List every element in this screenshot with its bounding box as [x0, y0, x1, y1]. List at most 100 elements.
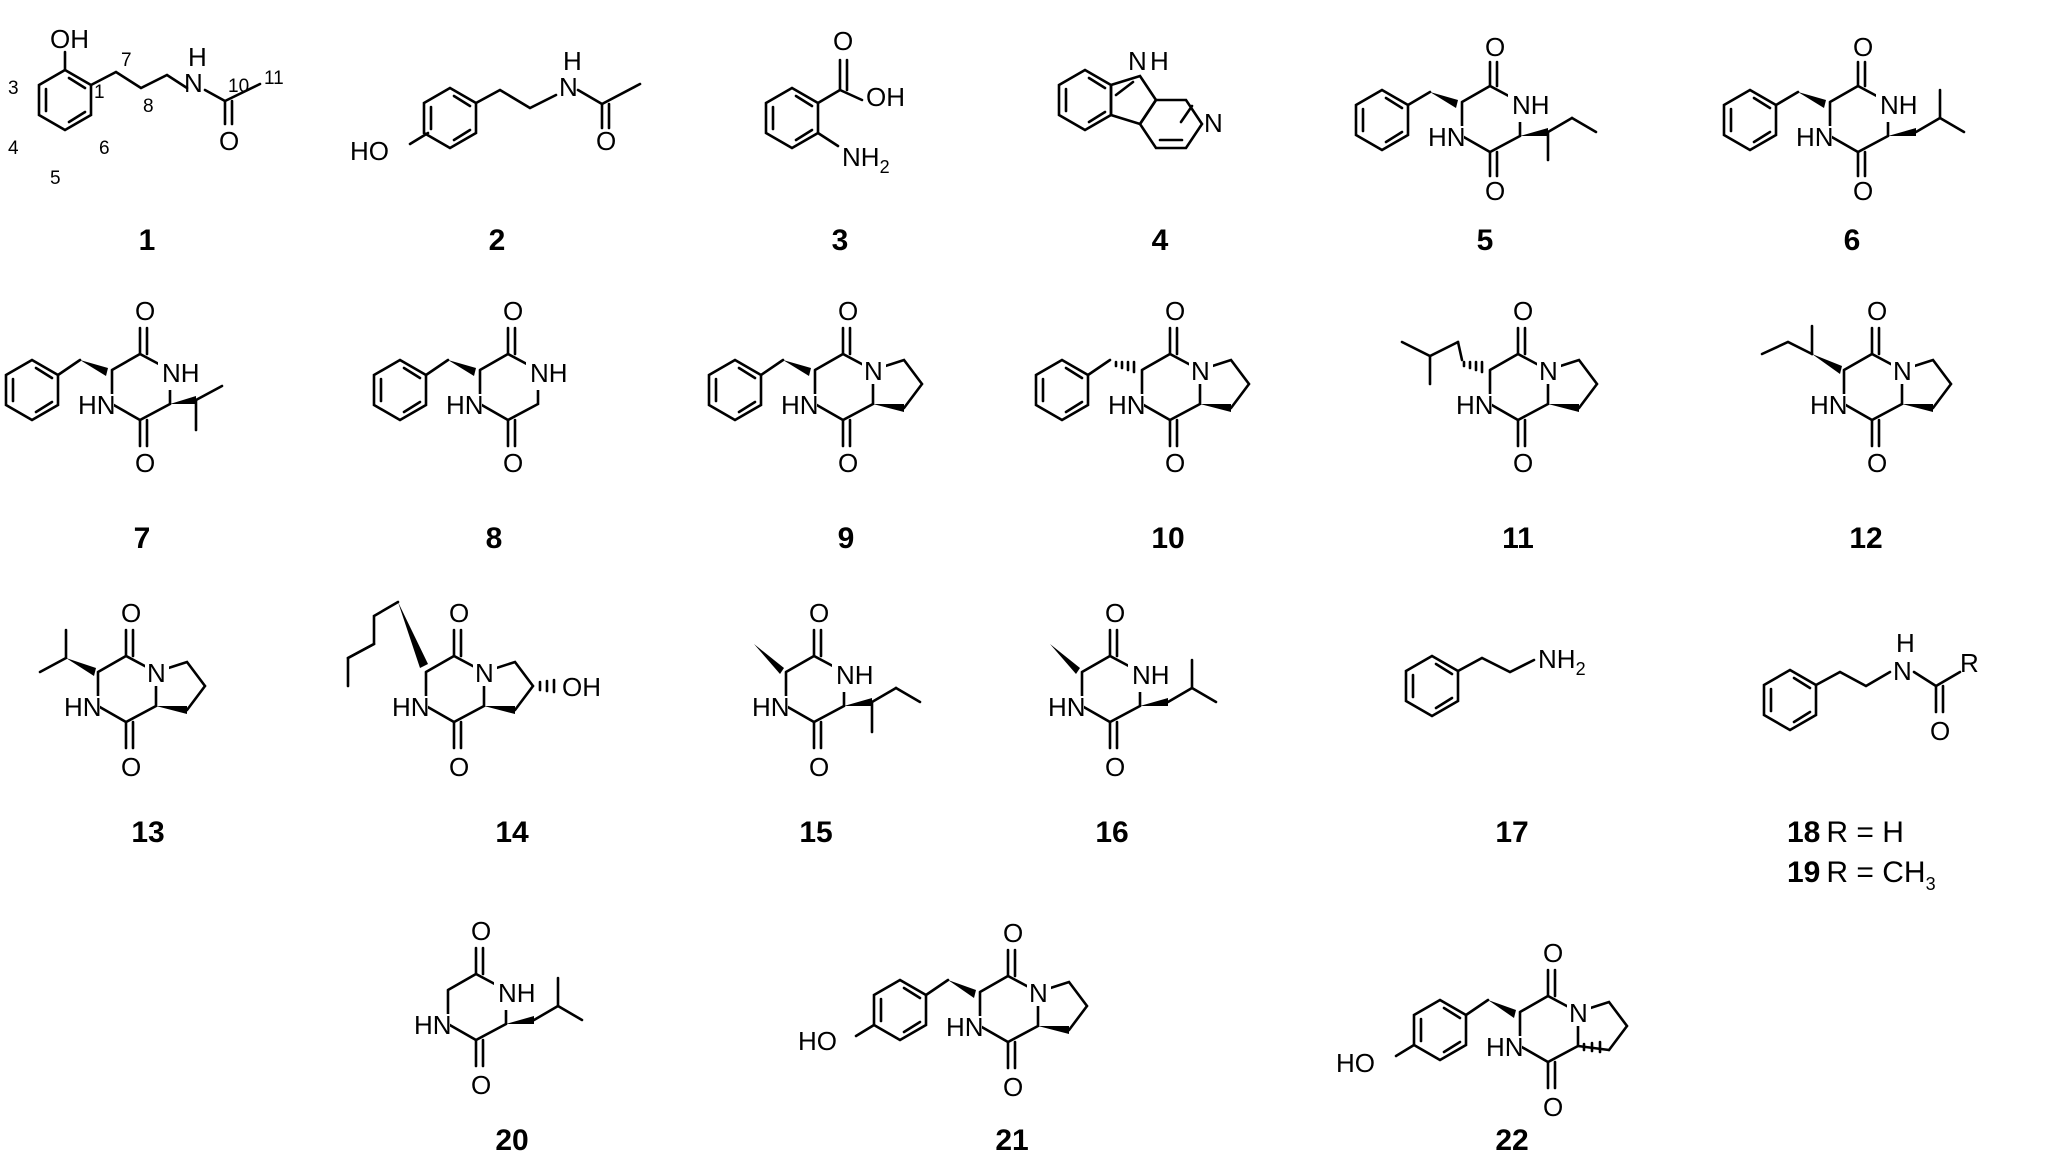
ring-hn-label: HN: [446, 390, 484, 420]
locant-6: 6: [99, 138, 110, 159]
ring-nh-label: NH: [1132, 660, 1170, 690]
carbonyl-o-label: O: [1867, 448, 1887, 478]
ring-nh-label: NH: [1880, 90, 1918, 120]
hashed-bond: [1462, 360, 1484, 374]
compound-9-structure: N HN O O: [707, 296, 924, 478]
locant-5: 5: [50, 168, 61, 189]
locant-1: 1: [94, 82, 105, 103]
carbonyl-o-label: O: [1853, 176, 1873, 206]
carbonyl-o-label: O: [838, 296, 858, 326]
compound-2-label: 2: [489, 224, 506, 257]
carbonyl-o-label: O: [1513, 296, 1533, 326]
carbonyl-o-label: O: [838, 448, 858, 478]
amide-n-label: N: [559, 72, 578, 102]
ring-nh-label: NH: [1512, 90, 1550, 120]
compound-4-label: 4: [1152, 224, 1169, 257]
compound-4-structure: N H N: [1057, 46, 1223, 150]
amine-label: NH2: [1538, 644, 1586, 679]
carbonyl-o-label: O: [1853, 32, 1873, 62]
compound-3-label: 3: [832, 224, 849, 257]
carbonyl-o-label: O: [1930, 716, 1950, 746]
ring-hn-label: HN: [1108, 390, 1146, 420]
compound-13-label: 13: [131, 816, 164, 849]
carbonyl-o-label: O: [1003, 918, 1023, 948]
compound-2-structure: HO N H O: [350, 46, 642, 166]
ring-hn-label: HN: [414, 1010, 452, 1040]
amide-n-label: N: [1893, 656, 1912, 686]
ring-hn-label: HN: [752, 692, 790, 722]
carbonyl-o-label: O: [1485, 32, 1505, 62]
carbonyl-o-label: O: [1543, 1092, 1563, 1122]
compound-5-structure: NH HN O O: [1354, 32, 1598, 206]
locant-10: 10: [228, 76, 249, 97]
hydroxyl-label: OH: [50, 24, 89, 54]
hashed-bond: [538, 678, 556, 694]
carbonyl-o-label: O: [809, 752, 829, 782]
carbonyl-o-label: O: [449, 752, 469, 782]
carbonyl-o-label: O: [135, 296, 155, 326]
ring-hn-label: HN: [78, 390, 116, 420]
ring-hn-label: HN: [64, 692, 102, 722]
ring-n-label: N: [475, 658, 494, 688]
compound-14-label: 14: [495, 816, 529, 849]
carbonyl-o-label: O: [121, 752, 141, 782]
compound-1-label: 1: [139, 224, 156, 257]
carbonyl-o-label: O: [1105, 752, 1125, 782]
compound-16-label: 16: [1095, 816, 1128, 849]
locant-11: 11: [264, 68, 284, 89]
compound-11-structure: N HN O O: [1400, 296, 1599, 478]
amide-n-label: N: [184, 68, 203, 98]
compound-21-structure: HO N HN O O: [798, 918, 1089, 1102]
hashed-bond: [1114, 360, 1136, 374]
carbonyl-o-label: O: [596, 126, 616, 156]
compound-12-label: 12: [1849, 522, 1882, 555]
ring-n-label: N: [1893, 356, 1912, 386]
ring-hn-label: HN: [1810, 390, 1848, 420]
pyridine-n-label: N: [1204, 108, 1223, 138]
compound-7-label: 7: [134, 522, 151, 555]
compound-15-structure: NH HN O O: [748, 598, 922, 782]
compound-5-label: 5: [1477, 224, 1494, 257]
locant-3: 3: [8, 78, 19, 99]
carbonyl-o-label: O: [449, 598, 469, 628]
ring-nh-label: NH: [530, 358, 568, 388]
carbonyl-o-label: O: [503, 448, 523, 478]
ring-hn-label: HN: [392, 692, 430, 722]
carbonyl-o-label: O: [503, 296, 523, 326]
hydroxyl-label: OH: [562, 672, 601, 702]
compound-17-label: 17: [1495, 816, 1528, 849]
amide-h-label: H: [563, 46, 582, 76]
hashed-bond: [1582, 1040, 1602, 1054]
compound-11-label: 11: [1502, 522, 1534, 555]
hydroxyl-label: HO: [350, 136, 389, 166]
hydroxyl-label: HO: [798, 1026, 837, 1056]
compound-21-label: 21: [995, 1124, 1028, 1157]
ring-hn-label: HN: [781, 390, 819, 420]
carbonyl-o-label: O: [1485, 176, 1505, 206]
carbonyl-o-label: O: [471, 1070, 491, 1100]
indole-h-label: H: [1150, 46, 1169, 76]
compound-20-structure: NH HN O O: [410, 916, 584, 1100]
amide-h-label: H: [1896, 628, 1915, 658]
carbonyl-o-label: O: [1165, 448, 1185, 478]
compound-16-structure: NH HN O O: [1044, 598, 1218, 782]
ring-hn-label: HN: [1428, 122, 1466, 152]
ring-n-label: N: [864, 356, 883, 386]
carbonyl-o-label: O: [1867, 296, 1887, 326]
amide-h-label: H: [188, 42, 207, 72]
carbonyl-o-label: O: [1513, 448, 1533, 478]
locant-4: 4: [8, 138, 19, 159]
carbonyl-o-label: O: [121, 598, 141, 628]
compound-10-label: 10: [1151, 522, 1184, 555]
carbonyl-o-label: O: [833, 26, 853, 56]
carbonyl-o-label: O: [135, 448, 155, 478]
compound-10-structure: N HN O O: [1034, 296, 1251, 478]
ring-hn-label: HN: [1486, 1032, 1524, 1062]
locant-8: 8: [143, 96, 154, 117]
carbonyl-o-label: O: [1165, 296, 1185, 326]
r-group-label: R: [1960, 648, 1979, 678]
carbonyl-o-label: O: [1003, 1072, 1023, 1102]
carbonyl-o-label: O: [471, 916, 491, 946]
